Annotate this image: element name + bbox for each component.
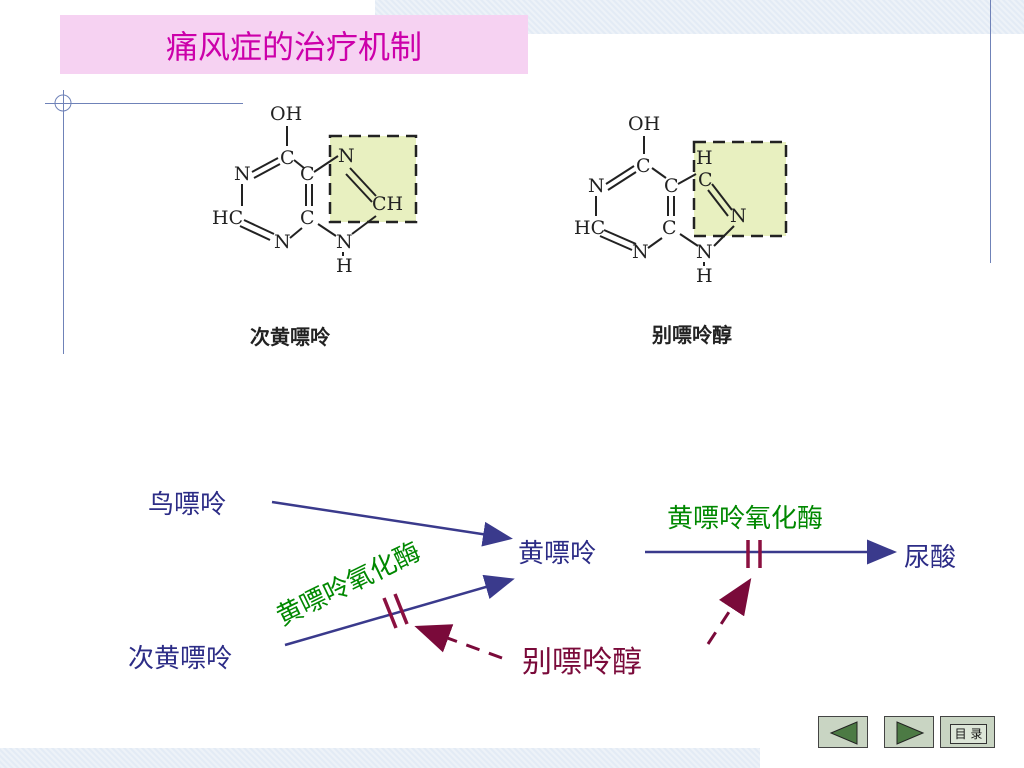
atom-label: HC	[212, 207, 243, 229]
triangle-right-icon	[896, 721, 925, 745]
atom-label: N	[730, 205, 747, 227]
label-hypoxanthine: 次黄嘌呤	[128, 644, 232, 674]
prev-slide-button[interactable]	[818, 716, 868, 748]
structure-caption: 别嘌呤醇	[651, 323, 732, 347]
atom-label: H	[696, 265, 713, 287]
right-vertical-line	[990, 0, 991, 263]
highlight-box	[692, 140, 788, 238]
atom-label: N	[632, 241, 649, 263]
block-mark-1	[746, 540, 762, 568]
block-mark-2	[382, 593, 409, 629]
atom-label: C	[662, 217, 677, 239]
atom-label: C	[664, 175, 679, 197]
atom-label: H	[696, 147, 713, 169]
decorative-band-bottom	[0, 748, 760, 768]
atom-label: N	[336, 231, 353, 253]
atom-label: N	[588, 175, 605, 197]
atom-label: N	[696, 241, 713, 263]
page-title: 痛风症的治疗机制	[165, 27, 422, 66]
next-slide-button[interactable]	[884, 716, 934, 748]
left-vertical-line	[63, 90, 64, 354]
atom-label: OH	[270, 103, 302, 125]
inhibit-arrow-2	[414, 624, 503, 660]
highlight-box	[328, 134, 418, 224]
left-horizontal-line	[45, 103, 243, 104]
atom-label: HC	[574, 217, 605, 239]
table-of-contents-button[interactable]: 目 录	[940, 716, 995, 748]
triangle-left-icon	[829, 721, 858, 745]
arrow-hypoxanthine-to-xanthine	[284, 574, 515, 647]
allopurinol-structure: OH C N C H C N HC C N N H 别嘌呤醇	[574, 113, 788, 347]
atom-label: N	[234, 163, 251, 185]
menu-label: 目 录	[950, 724, 987, 744]
atom-label: C	[300, 207, 315, 229]
arrow-guanine-to-xanthine	[271, 500, 513, 547]
title-box: 痛风症的治疗机制	[60, 15, 528, 74]
atom-label: C	[698, 169, 713, 191]
inhibit-arrow-1	[706, 577, 752, 645]
label-allopurinol: 别嘌呤醇	[522, 645, 642, 680]
atom-label: H	[336, 255, 353, 277]
atom-label: CH	[372, 193, 403, 215]
atom-label: C	[280, 147, 295, 169]
label-uric-acid: 尿酸	[904, 543, 956, 573]
atom-label: N	[274, 231, 291, 253]
label-enzyme-rotated: 黄嘌呤氧化酶	[272, 537, 425, 632]
atom-label: C	[636, 155, 651, 177]
label-guanine: 鸟嘌呤	[148, 490, 226, 520]
label-xanthine: 黄嘌呤	[518, 539, 596, 569]
structure-caption: 次黄嘌呤	[250, 325, 331, 349]
label-enzyme-top: 黄嘌呤氧化酶	[667, 504, 823, 534]
atom-label: OH	[628, 113, 660, 135]
atom-label: N	[338, 145, 355, 167]
atom-label: C	[300, 163, 315, 185]
crosshair-icon	[54, 94, 72, 112]
hypoxanthine-structure: OH C N C N CH HC C N N H 次黄嘌呤	[212, 103, 418, 349]
